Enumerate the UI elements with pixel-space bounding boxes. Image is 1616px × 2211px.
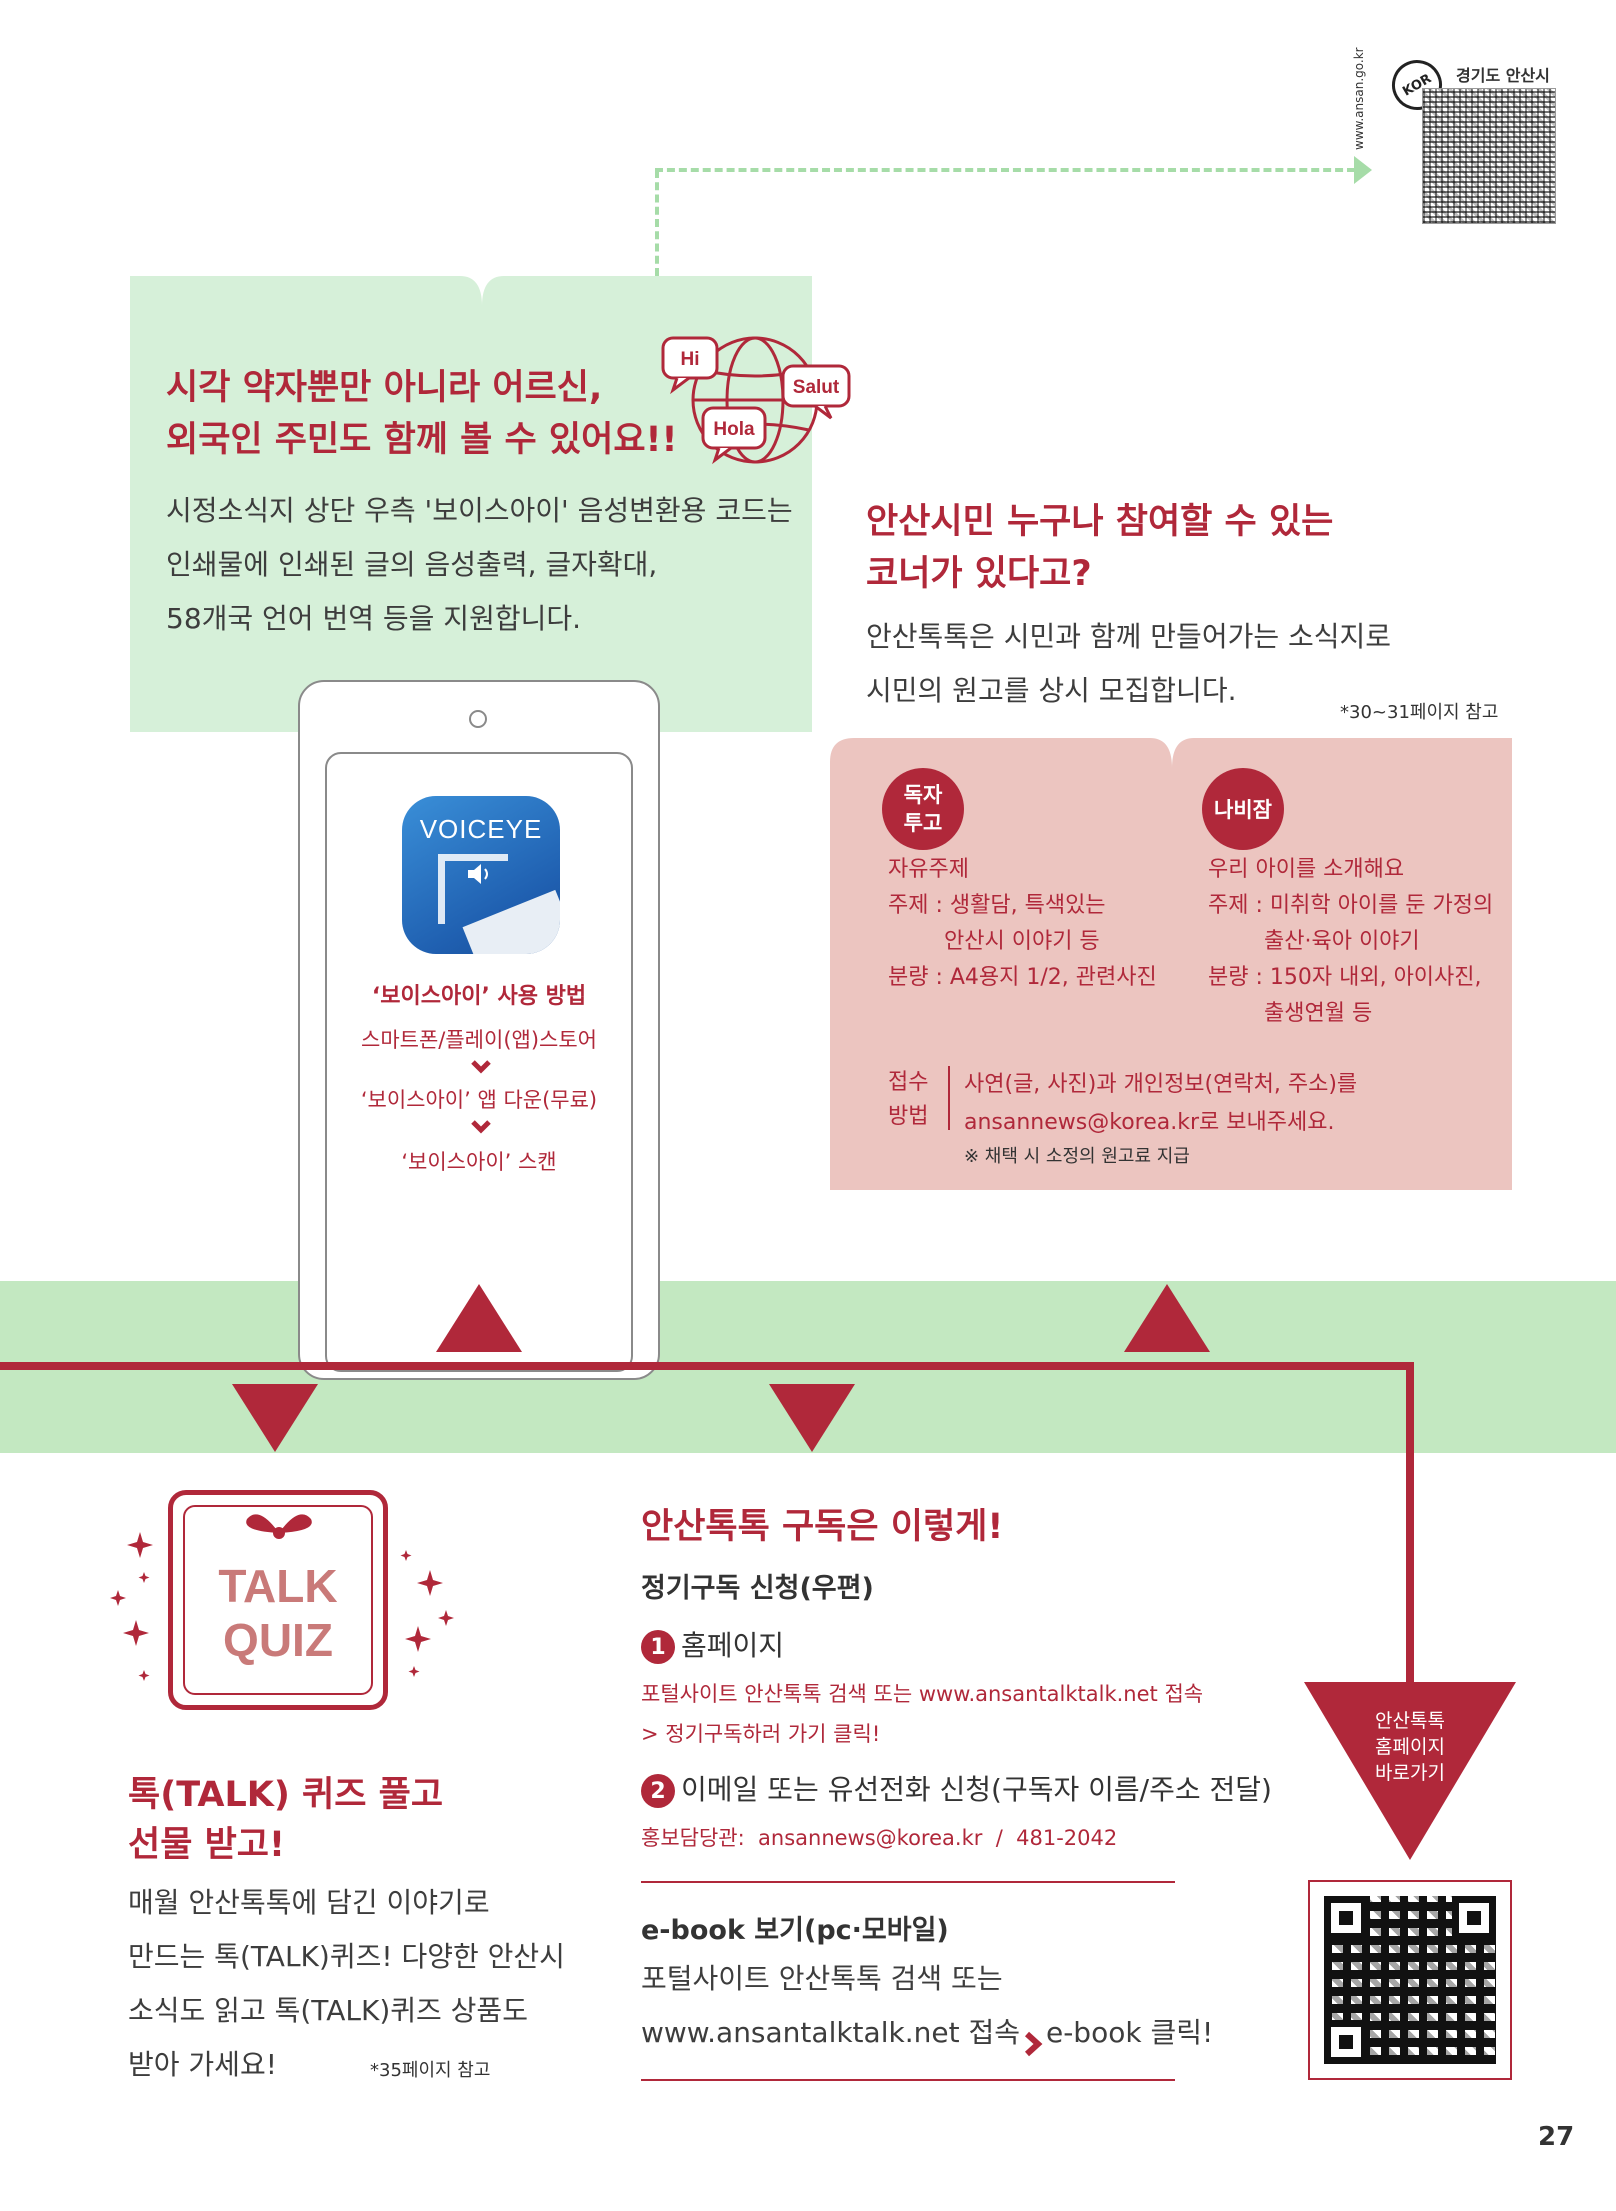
dashed-arrow-head <box>1354 156 1372 184</box>
ebook-bottom-divider <box>641 2079 1175 2081</box>
howto-step-1: 스마트폰/플레이(앱)스토어 <box>361 1028 597 1052</box>
sparkle-decorations <box>110 1532 454 1681</box>
talk-quiz-logo: TALK QUIZ <box>168 1490 388 1710</box>
dashed-connector-horizontal <box>655 168 1355 172</box>
globe-speech-icon: Hi Salut Hola <box>661 336 851 465</box>
submit-divider <box>948 1066 950 1130</box>
bubble-hola: Hola <box>713 419 755 440</box>
howto-step-3: ‘보이스아이’ 스캔 <box>401 1150 557 1174</box>
voiceeye-code[interactable] <box>1422 88 1556 224</box>
submit-note: ※ 채택 시 소정의 원고료 지급 <box>964 1146 1190 1167</box>
number-badge: 1 <box>641 1630 675 1664</box>
reader-details: 자유주제 주제 : 생활담, 특색있는 안산시 이야기 등 분량 : A4용지 … <box>888 857 1157 990</box>
app-name: VOICEYE <box>419 814 543 844</box>
nabijam-details: 우리 아이를 소개해요 주제 : 미취학 아이를 둔 가정의 출산·육아 이야기… <box>1208 857 1494 1026</box>
number-badge: 2 <box>641 1774 675 1808</box>
regular-subscription-title: 정기구독 신청(우편) <box>641 1573 874 1604</box>
homepage-arrow-label[interactable]: 안산톡톡 홈페이지 바로가기 <box>1375 1710 1445 1784</box>
voiceeye-info-box <box>130 276 812 732</box>
quiz-body: 매월 안산톡톡에 담긴 이야기로 만드는 톡(TALK)퀴즈! 다양한 안산시 … <box>128 1886 565 2081</box>
triangle-up-arrow-participate <box>1124 1284 1210 1352</box>
voiceeye-app-icon[interactable]: VOICEYE <box>402 796 560 954</box>
chevron-down-icon <box>470 1116 492 1138</box>
participate-title: 안산시민 누구나 참여할 수 있는 코너가 있다고? <box>866 502 1334 594</box>
ebook-body: 포털사이트 안산톡톡 검색 또는 www.ansantalktalk.net 접… <box>641 1952 1213 2060</box>
red-connector-vertical <box>1406 1362 1414 1682</box>
speaker-icon <box>466 862 496 886</box>
page-number: 27 <box>1538 2122 1575 2152</box>
subscribe-title: 안산톡톡 구독은 이렇게! <box>641 1507 1004 1547</box>
chevron-right-icon <box>1022 2021 1044 2057</box>
ribbon-icon <box>246 1514 312 1539</box>
triangle-down-arrow-quiz <box>232 1384 318 1452</box>
bubble-hi: Hi <box>681 349 700 370</box>
page-curl-shape <box>438 854 508 924</box>
ebook-title: e-book 보기(pc·모바일) <box>641 1915 949 1946</box>
nabijam-badge: 나비잠 <box>1202 768 1284 850</box>
participate-body: 안산톡톡은 시민과 함께 만들어가는 소식지로 시민의 원고를 상시 모집합니다… <box>866 620 1392 707</box>
submit-label: 접수 방법 <box>888 1070 929 1129</box>
dashed-connector-vertical <box>655 170 659 276</box>
triangle-up-arrow-phone <box>436 1284 522 1352</box>
howto-step-2: ‘보이스아이’ 앱 다운(무료) <box>360 1088 598 1112</box>
voiceeye-title: 시각 약자뿐만 아니라 어르신, 외국인 주민도 함께 볼 수 있어요!! <box>166 368 678 460</box>
region-label: 경기도 안산시 <box>1456 66 1550 85</box>
quiz-title: 톡(TALK) 퀴즈 풀고 선물 받고! <box>128 1775 444 1865</box>
participate-pink-box <box>830 738 1512 1190</box>
ebook-top-divider <box>641 1881 1175 1883</box>
submit-method: 사연(글, 사진)과 개인정보(연락처, 주소)를 ansannews@kore… <box>964 1072 1358 1135</box>
chevron-down-icon <box>470 1056 492 1078</box>
subscribe-homepage-detail: 포털사이트 안산톡톡 검색 또는 www.ansantalktalk.net 접… <box>641 1682 1204 1746</box>
red-connector-line <box>0 1362 1414 1370</box>
voiceeye-body: 시정소식지 상단 우측 '보이스아이' 음성변환용 코드는 인쇄물에 인쇄된 글… <box>166 494 793 635</box>
participate-ref: *30~31페이지 참고 <box>1340 702 1499 723</box>
howto-title: ‘보이스아이’ 사용 방법 <box>371 984 587 1009</box>
homepage-qr-code[interactable] <box>1308 1880 1512 2080</box>
subscribe-contact: 홍보담당관: ansannews@korea.kr / 481-2042 <box>641 1826 1118 1850</box>
quiz-ref: *35페이지 참고 <box>370 2060 491 2081</box>
bubble-salut: Salut <box>793 377 840 398</box>
homepage-arrow-triangle[interactable] <box>1304 1682 1516 1860</box>
url-vertical-text: www.ansan.go.kr <box>1352 47 1366 150</box>
phone-camera <box>469 710 487 728</box>
triangle-down-arrow-subscribe <box>769 1384 855 1452</box>
